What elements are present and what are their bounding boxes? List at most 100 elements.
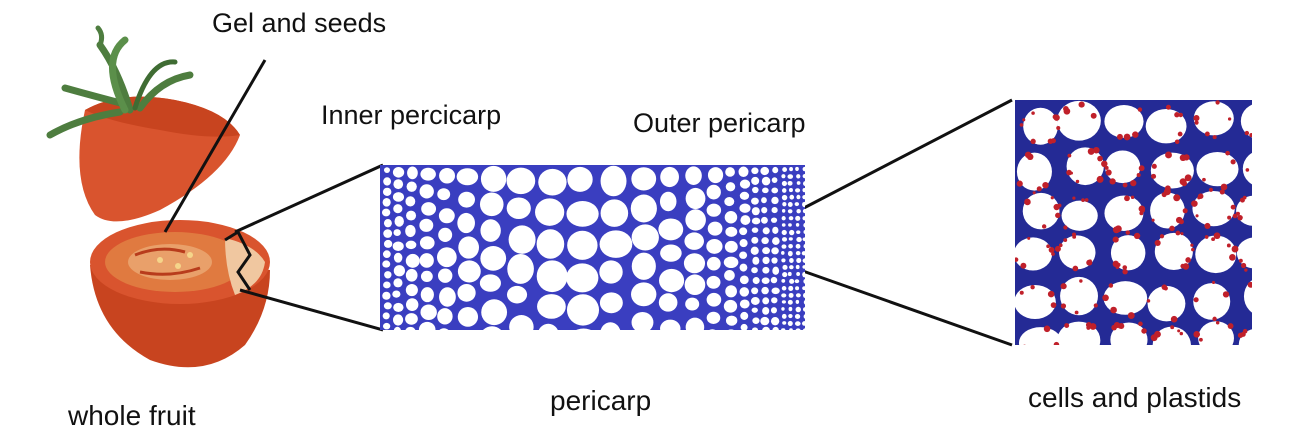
plastid <box>1061 303 1066 308</box>
plastid <box>1177 329 1180 332</box>
tissue-cell <box>739 167 749 178</box>
tissue-cell <box>535 198 564 225</box>
tissue-cell <box>740 312 748 320</box>
tissue-cell <box>788 286 793 291</box>
tissue-cell <box>566 263 598 292</box>
tissue-cell <box>739 227 747 235</box>
plastid <box>1028 154 1032 158</box>
tissue-cell <box>393 303 403 312</box>
cells-and-plastids-label: cells and plastids <box>1028 382 1241 414</box>
plastid <box>1244 268 1247 271</box>
plastid <box>1271 106 1276 111</box>
tissue-cell <box>752 307 758 312</box>
tissue-cell <box>481 299 507 325</box>
plastid <box>1266 254 1272 260</box>
plastid <box>1128 312 1135 319</box>
tissue-cell <box>392 290 400 297</box>
plastid <box>1178 113 1182 117</box>
tissue-cell <box>789 237 793 240</box>
magnified-cell <box>1243 150 1283 188</box>
tissue-cell <box>740 275 749 284</box>
tissue-cell <box>725 227 737 237</box>
whole-fruit-label: whole fruit <box>68 400 196 432</box>
plastid <box>1046 244 1050 248</box>
plastid <box>1072 197 1075 200</box>
plastid <box>1221 184 1228 191</box>
tissue-cell <box>438 228 452 242</box>
plastid <box>1037 186 1042 191</box>
tissue-cell <box>507 254 534 284</box>
tissue-cell <box>789 167 793 171</box>
plastid <box>1269 203 1275 209</box>
tissue-cell <box>684 253 705 273</box>
plastid <box>1267 354 1273 360</box>
tissue-cell <box>740 215 750 225</box>
plastid <box>1064 323 1069 328</box>
tissue-cell <box>382 209 390 217</box>
tissue-cell <box>782 314 787 319</box>
plastid <box>1020 263 1026 269</box>
plastid <box>1249 133 1253 137</box>
plastid <box>1126 230 1130 234</box>
tissue-cell <box>804 300 808 305</box>
plastid <box>1123 183 1128 188</box>
plastid <box>1063 238 1067 242</box>
tissue-cell <box>708 222 723 236</box>
plastid <box>1275 171 1279 175</box>
magnified-cell <box>1060 277 1098 315</box>
tissue-cell <box>782 181 787 186</box>
plastid <box>1272 255 1275 258</box>
magnified-cell <box>1057 101 1101 141</box>
plastid <box>1029 355 1033 359</box>
tissue-cell <box>480 246 506 271</box>
tissue-cell <box>789 279 794 284</box>
tissue-cell <box>762 327 770 335</box>
plastid <box>1212 317 1216 321</box>
tissue-cell <box>537 229 565 258</box>
tissue-cell <box>383 323 390 329</box>
plastid <box>1086 260 1092 266</box>
plastid <box>1138 107 1142 111</box>
plastid <box>1151 174 1156 179</box>
plastid <box>1193 115 1199 121</box>
tissue-cell <box>405 196 415 206</box>
tissue-cell <box>725 211 738 223</box>
plastid <box>1152 164 1157 169</box>
tissue-cell <box>407 167 418 180</box>
tissue-cell <box>782 202 786 206</box>
plastid <box>1130 180 1136 186</box>
plastid <box>1196 214 1199 217</box>
plastid <box>1271 278 1274 281</box>
plastid <box>1106 170 1112 176</box>
tissue-cell <box>725 167 735 177</box>
tissue-cell <box>393 278 402 287</box>
tissue-cell <box>763 227 770 234</box>
plastid <box>1203 349 1207 353</box>
tissue-cell <box>384 271 391 278</box>
plastid <box>1275 174 1279 178</box>
tissue-cell <box>457 284 475 302</box>
tissue-cell <box>802 188 806 192</box>
tissue-cell <box>788 181 793 186</box>
tissue-cell <box>771 197 778 204</box>
tissue-cell <box>751 177 759 185</box>
plastid <box>1231 159 1236 164</box>
tissue-cell <box>782 167 787 172</box>
tissue-cell <box>537 260 568 292</box>
tissue-cell <box>393 167 404 178</box>
plastid <box>1205 235 1209 239</box>
tissue-cell <box>631 282 656 306</box>
plastid <box>1185 174 1192 181</box>
tissue-cell <box>796 195 800 199</box>
tissue-cell <box>772 267 779 275</box>
plastid <box>1091 113 1097 119</box>
tissue-cell <box>384 240 392 248</box>
tissue-cell <box>802 216 806 220</box>
plastid <box>1269 179 1274 184</box>
tissue-cell <box>789 216 794 220</box>
tissue-cell <box>509 315 533 339</box>
tissue-cell <box>631 195 657 223</box>
plastid <box>1194 297 1199 302</box>
tissue-cell <box>803 174 808 178</box>
plastid <box>1055 246 1061 252</box>
